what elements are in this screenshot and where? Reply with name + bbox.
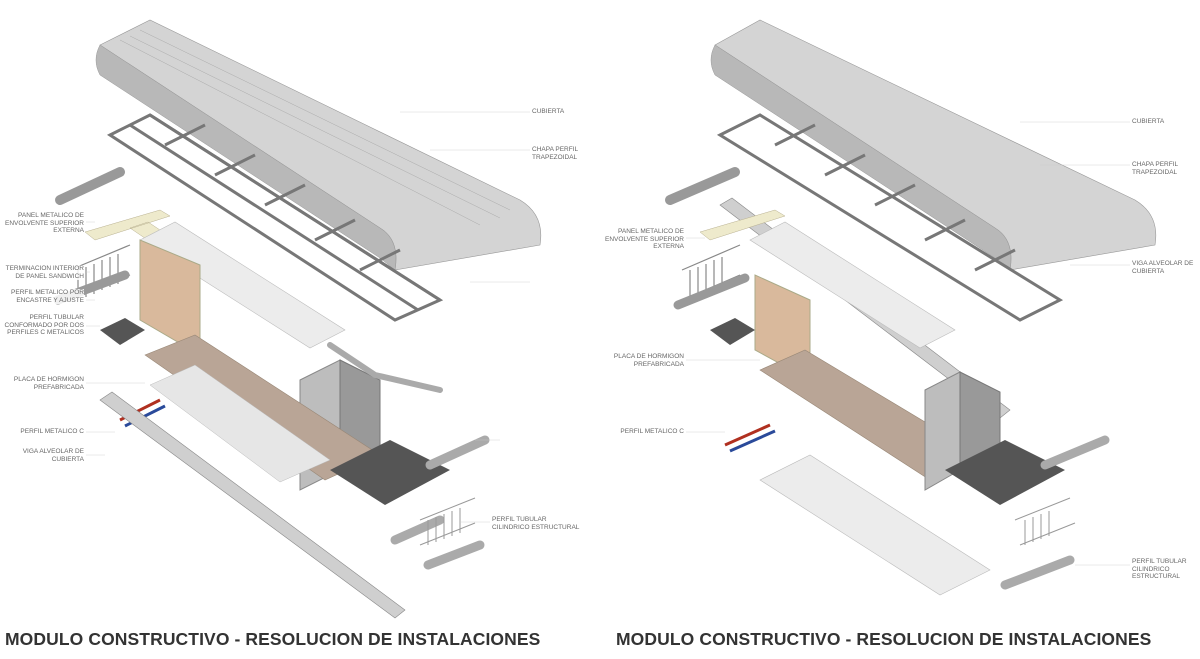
- label-sheet: CHAPA PERFIL TRAPEZOIDAL: [1132, 161, 1196, 176]
- exploded-axonometric-right: [665, 19, 1157, 596]
- dark-plate: [710, 318, 755, 345]
- label-roof: CUBIERTA: [1132, 118, 1196, 126]
- railing: [673, 244, 750, 310]
- label-slab: PLACA DE HORMIGON PREFABRICADA: [602, 353, 684, 368]
- railing-lower: [1014, 497, 1076, 546]
- label-profile-c: PERFIL METALICO C: [2, 428, 84, 436]
- floor-plate: [945, 440, 1065, 505]
- lower-panels: [759, 454, 991, 596]
- roof-cover: [95, 19, 542, 271]
- label-cylinder: PERFIL TUBULAR CILINDRICO ESTRUCTURAL: [492, 516, 582, 531]
- floor-plate: [330, 440, 450, 505]
- label-roof: CUBIERTA: [532, 108, 596, 116]
- alveolar-beam: [99, 391, 406, 619]
- pipe-top: [665, 167, 740, 205]
- label-panel-top: PANEL METALICO DE ENVOLVENTE SUPERIOR EX…: [2, 212, 84, 235]
- steel-grid-frame: [716, 113, 1064, 322]
- label-profile: PERFIL METALICO POR ENCASTRE Y AJUSTE: [2, 289, 84, 304]
- leader-lines: [86, 111, 530, 523]
- label-beam: VIGA ALVEOLAR DE CUBIERTA: [1132, 260, 1196, 275]
- insulation-beam: [699, 209, 786, 241]
- railing-lower: [419, 497, 476, 546]
- label-beam: VIGA ALVEOLAR DE CUBIERTA: [2, 448, 84, 463]
- exploded-axonometric-left: [53, 19, 542, 619]
- pipes-red-blue: [724, 423, 776, 453]
- label-panel-top: PANEL METALICO DE ENVOLVENTE SUPERIOR EX…: [602, 228, 684, 251]
- pipe-top: [55, 167, 125, 205]
- label-profile-c: PERFIL METALICO C: [602, 428, 684, 436]
- panel-title: MODULO CONSTRUCTIVO - RESOLUCION DE INST…: [616, 629, 1152, 649]
- cylinders: [390, 435, 490, 570]
- cylinders: [1000, 435, 1110, 590]
- label-slab: PLACA DE HORMIGON PREFABRICADA: [2, 376, 84, 391]
- label-tubular: PERFIL TUBULAR CONFORMADO POR DOS PERFIL…: [2, 314, 84, 337]
- label-interior: TERMINACION INTERIOR DE PANEL SANDWICH: [2, 265, 84, 280]
- label-cylinder: PERFIL TUBULAR CILINDRICO ESTRUCTURAL: [1132, 558, 1196, 581]
- leader-lines: [686, 121, 1130, 566]
- label-sheet: CHAPA PERFIL TRAPEZOIDAL: [532, 146, 596, 161]
- diagram-panel-right: CUBIERTA CHAPA PERFIL TRAPEZOIDAL PANEL …: [600, 0, 1200, 659]
- diagram-panel-left: CUBIERTA CHAPA PERFIL TRAPEZOIDAL PANEL …: [2, 19, 596, 649]
- dark-plate: [100, 318, 145, 345]
- steel-grid-frame: [106, 113, 444, 322]
- panel-title: MODULO CONSTRUCTIVO - RESOLUCION DE INST…: [5, 629, 541, 649]
